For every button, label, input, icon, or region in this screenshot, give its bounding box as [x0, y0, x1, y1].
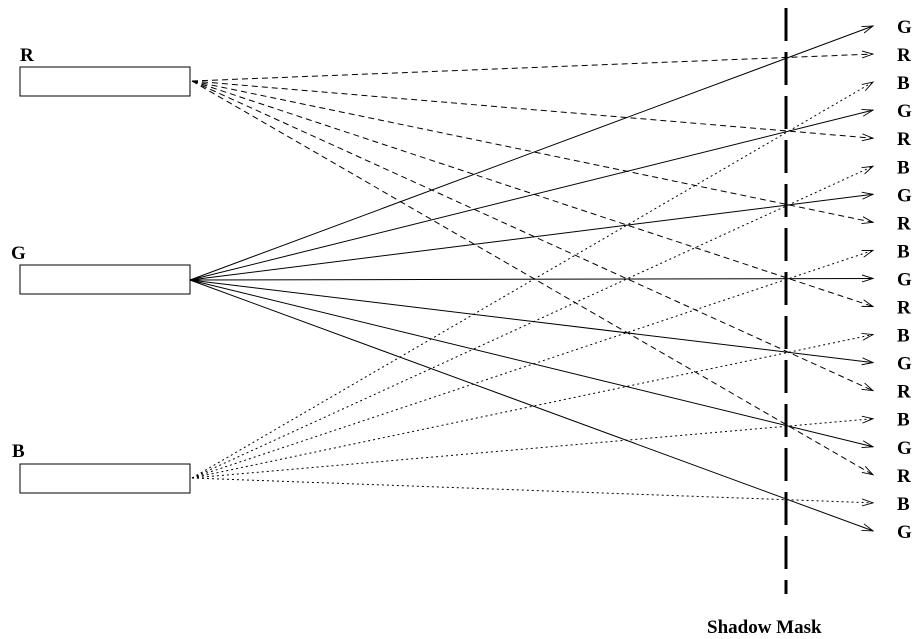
beam-b: [191, 166, 873, 479]
phosphor-dot-b: B: [897, 494, 910, 515]
beam-b: [191, 419, 873, 479]
gun-b-label: B: [12, 441, 25, 462]
phosphor-dot-r: R: [897, 45, 911, 66]
beam-b: [191, 249, 873, 479]
beam-g: [189, 279, 873, 447]
beam-g: [189, 26, 873, 281]
gun-g: G: [11, 243, 191, 295]
phosphor-dot-g: G: [897, 101, 912, 122]
beam-b: [191, 477, 873, 503]
phosphor-dot-r: R: [897, 466, 911, 487]
gun-g-label: G: [11, 243, 26, 264]
phosphor-dot-b: B: [897, 241, 910, 262]
gun-r-body: [19, 66, 191, 97]
gun-b-body: [19, 463, 191, 494]
phosphor-dot-r: R: [897, 129, 911, 150]
phosphor-dot-b: B: [897, 326, 910, 347]
beam-r: [191, 80, 873, 138]
phosphor-dot-g: G: [897, 522, 912, 543]
phosphor-dot-b: B: [897, 157, 910, 178]
electron-beams: [189, 26, 873, 531]
beam-g: [189, 278, 873, 280]
shadow-mask-label: Shadow Mask: [707, 617, 822, 638]
gun-r: R: [19, 45, 191, 97]
phosphor-dot-r: R: [897, 213, 911, 234]
phosphor-dot-g: G: [897, 17, 912, 38]
phosphor-dot-g: G: [897, 354, 912, 375]
phosphor-dot-g: G: [897, 438, 912, 459]
phosphor-dot-g: G: [897, 185, 912, 206]
phosphor-dot-b: B: [897, 73, 910, 94]
beam-r: [191, 80, 873, 391]
beam-r: [191, 80, 873, 222]
beam-b: [191, 82, 873, 479]
beam-g: [189, 194, 873, 281]
gun-b: B: [12, 441, 191, 494]
phosphor-dot-b: B: [897, 410, 910, 431]
gun-g-body: [19, 264, 191, 295]
phosphor-dot-g: G: [897, 269, 912, 290]
beam-g: [189, 110, 873, 281]
beam-r: [191, 54, 873, 82]
gun-r-label: R: [20, 45, 34, 66]
beam-g: [189, 279, 873, 531]
beam-g: [189, 279, 873, 363]
beam-r: [191, 80, 873, 307]
beam-r: [191, 80, 873, 475]
beam-b: [191, 335, 873, 479]
phosphor-dot-r: R: [897, 382, 911, 403]
phosphor-dot-r: R: [897, 298, 911, 319]
